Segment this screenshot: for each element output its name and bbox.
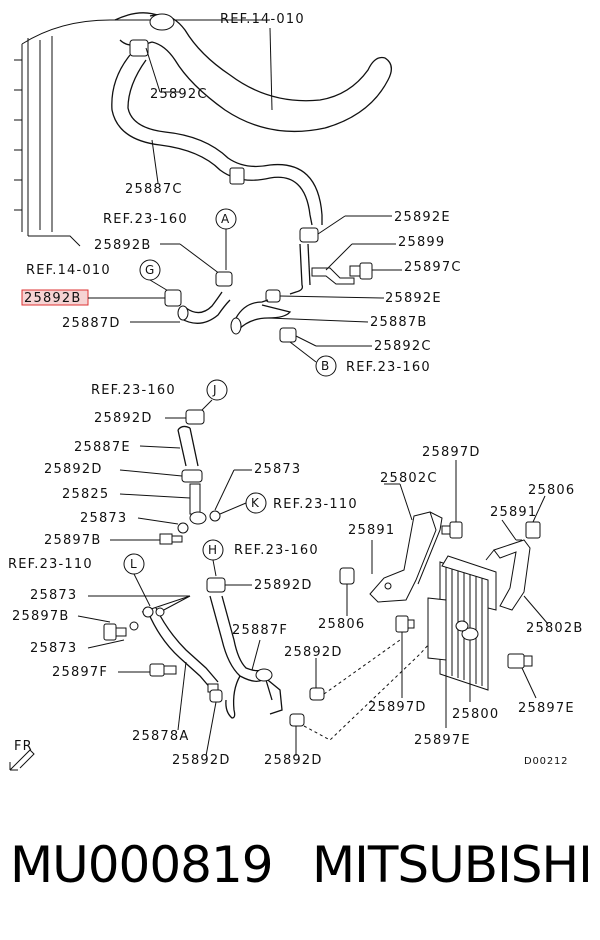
bracket-25802b [485, 539, 531, 611]
bolt-25897b-b [103, 621, 139, 641]
label-25878a: 25878A [132, 729, 189, 744]
pipe-25878a [142, 606, 219, 693]
label-25800: 25800 [452, 707, 499, 722]
label-25892d-a: 25892D [94, 411, 153, 426]
label-ref-23-160-j: REF.23-160 [91, 383, 176, 398]
label-25887f: 25887F [232, 623, 288, 638]
label-25802b: 25802B [526, 621, 583, 636]
label-25897f: 25897F [52, 665, 108, 680]
label-ref-23-160-h: REF.23-160 [234, 543, 319, 558]
hose-25887f [209, 595, 283, 719]
label-25887c: 25887C [125, 182, 183, 197]
label-25897b-b: 25897B [12, 609, 69, 624]
brand-name: MITSUBISHI [312, 836, 593, 894]
circle-h: H [208, 543, 217, 557]
label-25897e-b: 25897E [414, 733, 471, 748]
label-25897c: 25897C [404, 260, 462, 275]
bolt-25897e-a [507, 653, 533, 669]
oil-cooler-25800 [427, 555, 497, 691]
label-ref-23-160-a: REF.23-160 [103, 212, 188, 227]
circle-g: G [145, 263, 154, 277]
label-25897b-a: 25897B [44, 533, 101, 548]
label-25802c: 25802C [380, 471, 438, 486]
label-25887e: 25887E [74, 440, 131, 455]
label-25892e-b: 25892E [385, 291, 442, 306]
label-25892d-d: 25892D [284, 645, 343, 660]
label-25897d-b: 25897D [368, 700, 427, 715]
label-25892b-a: 25892B [94, 238, 151, 253]
label-25892b-highlight: 25892B [24, 291, 81, 306]
label-ref-23-110-l: REF.23-110 [8, 557, 93, 572]
hose-25887e [177, 425, 199, 467]
circle-k: K [251, 496, 260, 510]
label-25897d-a: 25897D [422, 445, 481, 460]
label-25873-a: 25873 [254, 462, 301, 477]
label-25892d-f: 25892D [264, 753, 323, 768]
pipe-25899 [289, 243, 355, 295]
bolt-25897f [149, 663, 177, 677]
label-fr: FR [14, 739, 33, 754]
bolt-25897d-b [395, 615, 415, 633]
label-25825: 25825 [62, 487, 109, 502]
part-number: MU000819 [10, 836, 274, 894]
label-ref-23-160-b: REF.23-160 [346, 360, 431, 375]
upper-radiator-hose [114, 12, 392, 133]
label-25873-d: 25873 [30, 641, 77, 656]
label-25891-a: 25891 [348, 523, 395, 538]
label-25899: 25899 [398, 235, 445, 250]
label-25891-b: 25891 [490, 505, 537, 520]
label-25806-b: 25806 [318, 617, 365, 632]
label-ref-23-110-k: REF.23-110 [273, 497, 358, 512]
hose-25887d [177, 291, 231, 324]
bracket-25802c [369, 511, 443, 603]
circle-j: J [212, 383, 217, 397]
circle-b: B [321, 359, 329, 373]
diagram-code: D00212 [524, 756, 568, 767]
label-25892c-b: 25892C [374, 339, 432, 354]
footer: MU000819 MITSUBISHI [0, 830, 600, 910]
label-25887b: 25887B [370, 315, 427, 330]
label-25873-c: 25873 [30, 588, 77, 603]
bolt-25897b-a [159, 533, 183, 545]
radiator [14, 19, 270, 247]
label-ref-14-010-top: REF.14-010 [220, 12, 305, 27]
hose-25887c [111, 39, 323, 226]
label-25892c-a: 25892C [150, 87, 208, 102]
label-25806-a: 25806 [528, 483, 575, 498]
label-25897e-a: 25897E [518, 701, 575, 716]
parts-diagram: REF.14-010 25892C 25887C REF.23-160 A 25… [8, 12, 583, 771]
label-25892e-a: 25892E [394, 210, 451, 225]
circle-a: A [221, 212, 230, 226]
bolt-25897d-a [441, 521, 463, 539]
joint-25825 [189, 483, 207, 525]
bolt-25897c [349, 262, 373, 280]
label-25892d-b: 25892D [44, 462, 103, 477]
label-25892d-e: 25892D [172, 753, 231, 768]
circle-l: L [130, 557, 137, 571]
label-25873-b: 25873 [80, 511, 127, 526]
label-ref-14-010-g: REF.14-010 [26, 263, 111, 278]
front-arrow-icon [9, 749, 35, 771]
label-25887d: 25887D [62, 316, 121, 331]
label-25892d-c: 25892D [254, 578, 313, 593]
